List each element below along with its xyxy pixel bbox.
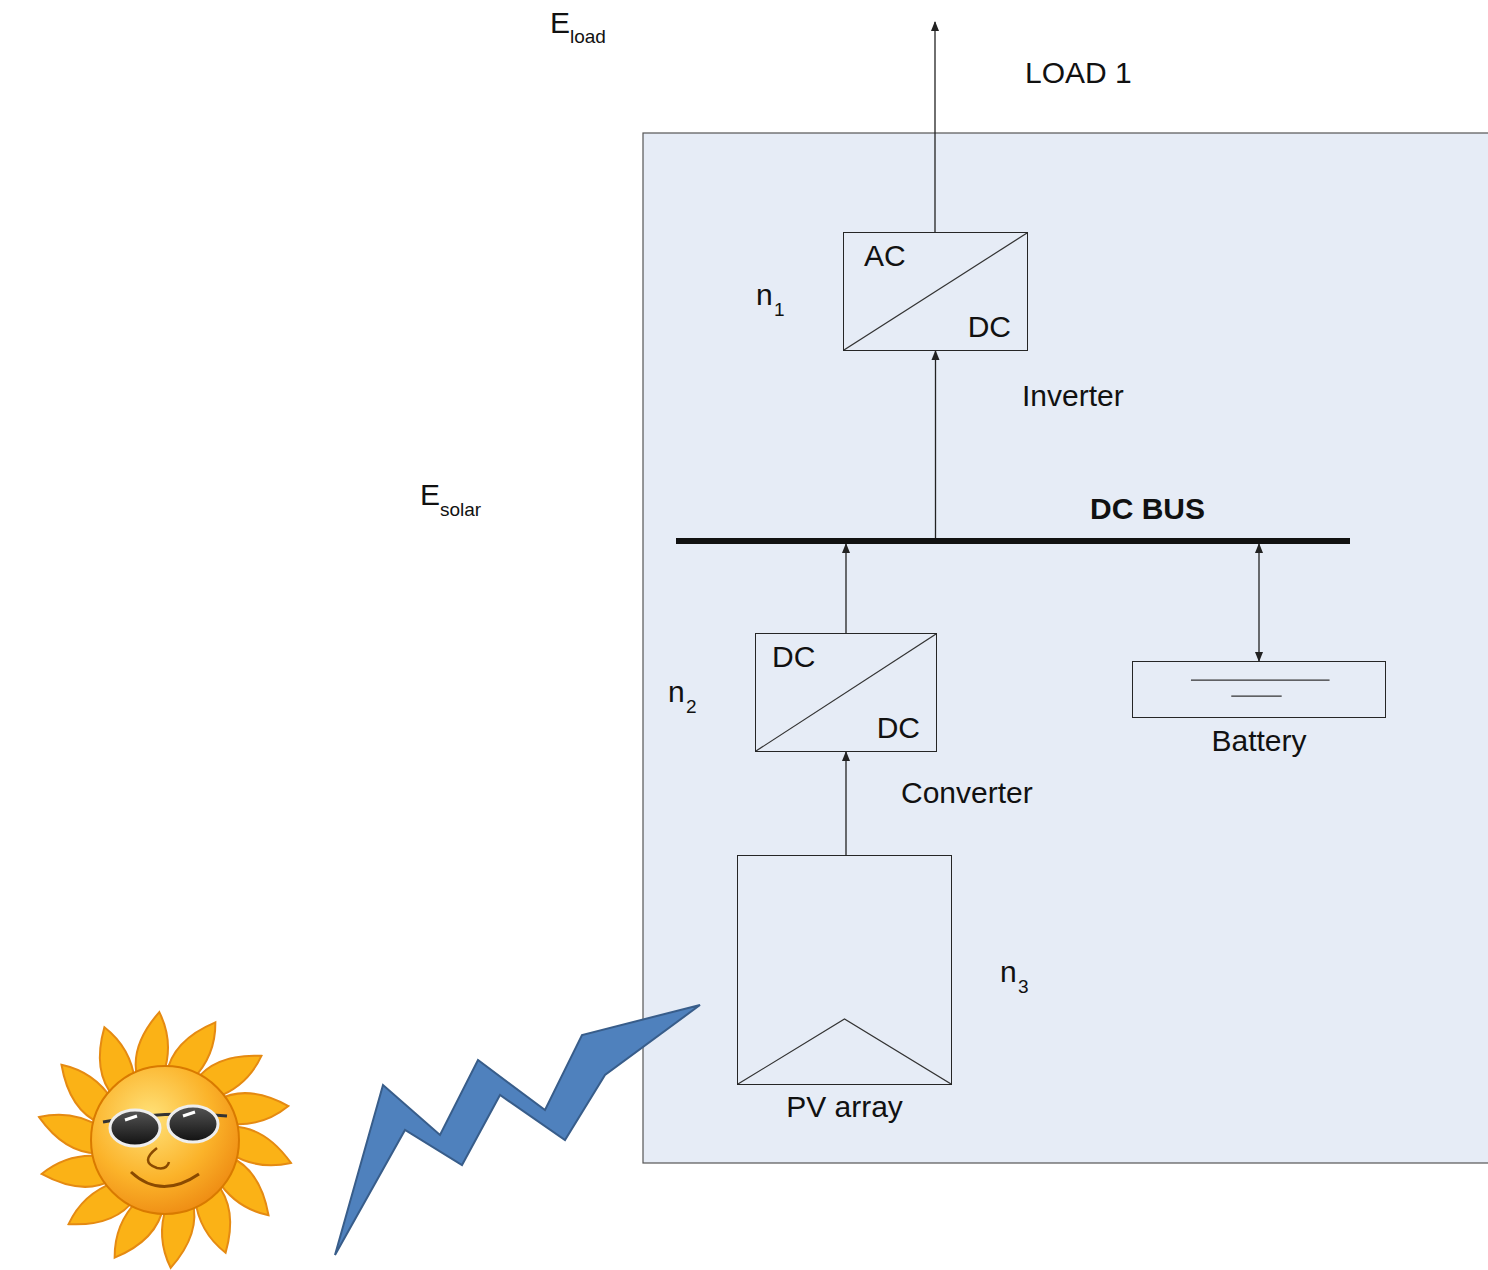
converter-diagonal (844, 233, 1027, 350)
load-arrow (934, 22, 935, 232)
box-label: DC BUS (1090, 492, 1205, 527)
box-symbol (1133, 662, 1385, 717)
box-text: DC (968, 310, 1011, 345)
sun-smile (131, 1172, 199, 1187)
box-text: AC (864, 239, 906, 274)
inverter-box: ACDCInverter (843, 232, 1028, 351)
box-text: DC (877, 711, 920, 746)
glasses-lens (168, 1106, 218, 1142)
battery-plate (1231, 695, 1281, 696)
converter-box: DCDCConverter (755, 633, 937, 752)
battery-box: Battery (1132, 661, 1386, 718)
subscript-label: solar (440, 499, 481, 521)
box-text: DC (772, 640, 815, 675)
lens-highlight (125, 1116, 137, 1120)
glasses-lens (110, 1110, 160, 1146)
text-label: E (550, 6, 570, 41)
subscript-label: load (570, 26, 606, 48)
converter-diagonal (756, 634, 936, 751)
subscript-label: 1 (774, 299, 785, 321)
flow-arrow (845, 544, 846, 633)
system-panel (643, 133, 1488, 1163)
lens-highlight (183, 1112, 195, 1116)
sun-nose (148, 1148, 169, 1168)
pv-symbol (738, 1019, 951, 1084)
text-label: E (420, 478, 440, 513)
dc-bus: DC BUS (676, 538, 1350, 544)
subscript-label: 2 (686, 696, 697, 718)
flow-arrow (845, 752, 846, 855)
box-label: Converter (901, 776, 1033, 811)
text-label: LOAD 1 (1025, 56, 1132, 91)
text-label: n (756, 278, 773, 313)
box-label: Inverter (1022, 379, 1124, 414)
text-label: n (668, 675, 685, 710)
text-label: n (1000, 955, 1017, 990)
box-symbol (738, 856, 951, 1084)
lightning-bolt (335, 1005, 700, 1255)
box-label: PV array (786, 1090, 903, 1125)
sun-illustration (39, 1012, 291, 1268)
flow-arrow (935, 351, 936, 538)
sun-face (91, 1066, 239, 1214)
subscript-label: 3 (1018, 976, 1029, 998)
box-label: Battery (1211, 724, 1306, 759)
flow-arrow (1258, 544, 1259, 661)
battery-plate (1191, 680, 1330, 681)
pv-array-box: PV array (737, 855, 952, 1085)
